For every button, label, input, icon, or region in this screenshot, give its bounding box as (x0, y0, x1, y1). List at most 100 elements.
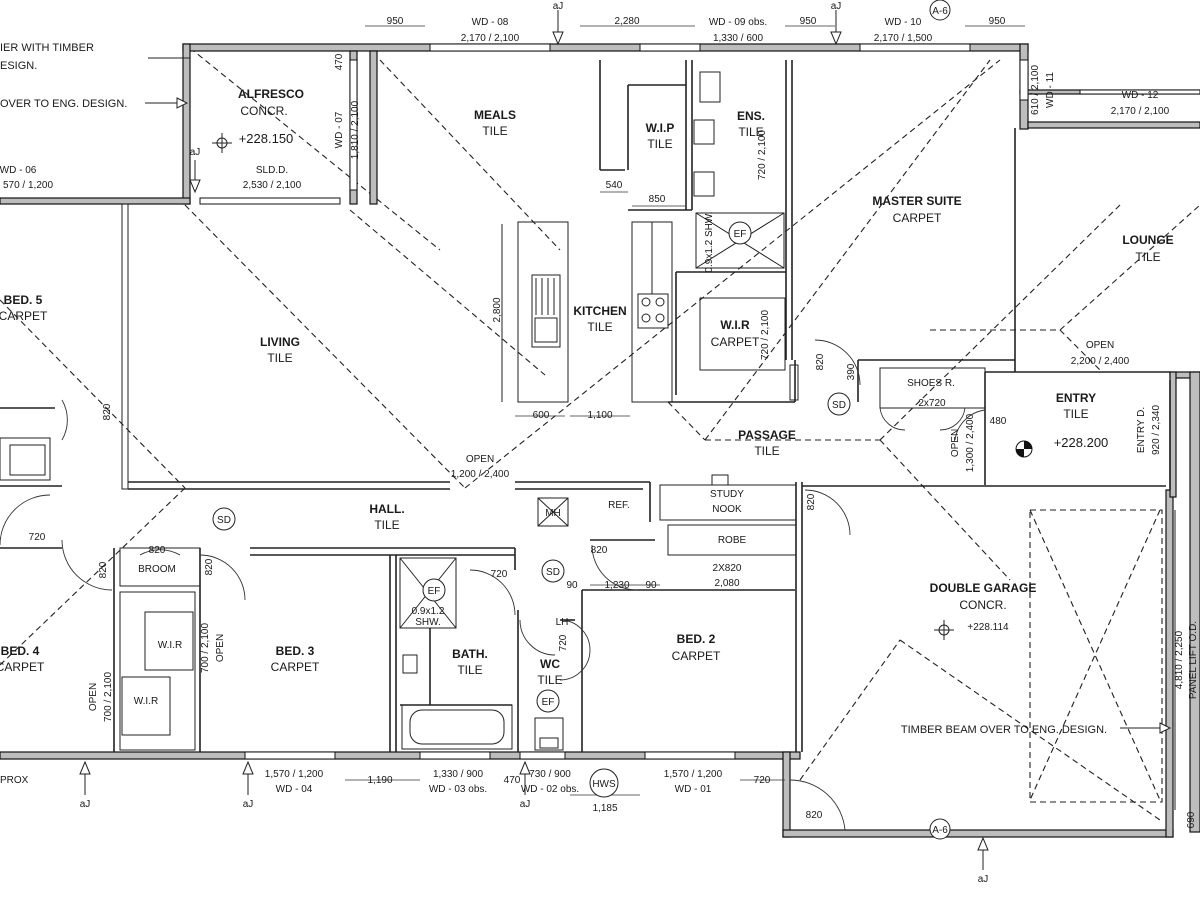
label-ef-ens: EF (734, 229, 747, 240)
label-shw-bath: 0.9x1.2 (412, 606, 445, 617)
exhaust-fan-icon (536, 689, 560, 713)
dimension-value: 820 (806, 493, 817, 510)
window-size: 1,330 / 900 (433, 769, 483, 780)
window-id: WD - 04 (276, 784, 313, 795)
level-garage: +228.114 (967, 622, 1009, 633)
door-swings (0, 339, 986, 831)
label-shw-bath2: SHW. (415, 617, 441, 628)
room-floor-meals: TILE (482, 124, 507, 138)
room-name-bed3: BED. 3 (276, 644, 315, 658)
dimension-value: 90 (645, 580, 657, 591)
label-aj-3: aJ (190, 147, 201, 158)
label-entry-door-size: 920 / 2,340 (1151, 405, 1162, 455)
label-panel-lift: PANEL LIFT O.D. (1188, 621, 1199, 699)
room-floor-bed2: CARPET (672, 649, 721, 663)
label-hws: HWS (592, 779, 616, 790)
label-open-lounge: OPEN (1086, 340, 1114, 351)
dimension-value: 950 (387, 16, 404, 27)
dimension-labels: 950 2,280 950 950 470 540 850 2,800 600 … (29, 16, 1197, 828)
label-open-lounge-size: 2,200 / 2,400 (1071, 356, 1130, 367)
label-open-entry: OPEN (950, 429, 961, 457)
level-marker-icon (934, 620, 954, 640)
dimension-value: 950 (800, 16, 817, 27)
dimension-value: 2,280 (614, 16, 639, 27)
label-entry-door: ENTRY D. (1136, 407, 1147, 453)
window-size: 2,530 / 2,100 (243, 180, 302, 191)
room-floor-wip: TILE (647, 137, 672, 151)
room-floor-bed5: CARPET (0, 309, 48, 323)
window-id: WD - 12 (1122, 90, 1159, 101)
window-size: 2,170 / 1,500 (874, 33, 933, 44)
room-floor-entry: TILE (1063, 407, 1088, 421)
room-floor-passage: TILE (754, 444, 779, 458)
note-design: ESIGN. (0, 60, 37, 72)
dimension-value: 820 (815, 353, 826, 370)
room-floor-bath: TILE (457, 663, 482, 677)
dimension-value: 480 (990, 416, 1007, 427)
room-name-double-garage: DOUBLE GARAGE (930, 581, 1037, 595)
level-marker-icon (1015, 440, 1033, 458)
dimension-value: 820 (806, 810, 823, 821)
dimension-value: 690 (1186, 811, 1197, 828)
dimension-value: 820 (102, 403, 113, 420)
label-panel-lift-size: 4,810 / 2,250 (1174, 630, 1185, 689)
window-size: 1,330 / 600 (713, 33, 763, 44)
window-marks (199, 43, 1200, 760)
room-floor-hall: TILE (374, 518, 399, 532)
room-name-master-suite: MASTER SUITE (872, 194, 961, 208)
symbols (79, 0, 1172, 870)
room-floor-lounge: TILE (1135, 250, 1160, 264)
section-arrow-icon (79, 10, 989, 870)
smoke-detector-icon (827, 392, 851, 416)
label-broom: BROOM (138, 564, 176, 575)
smoke-detector-icon (212, 507, 236, 531)
dimension-value: 720 (754, 775, 771, 786)
label-open-wir: OPEN (88, 683, 99, 711)
label-open-wir-size: 700 / 2,100 (103, 672, 114, 722)
room-name-bath: BATH. (452, 647, 488, 661)
label-aj-1: aJ (553, 1, 564, 12)
label-shoes-size: 2x720 (918, 398, 946, 409)
dimension-value: 1,185 (592, 803, 617, 814)
window-size: 2,170 / 2,100 (461, 33, 520, 44)
dimension-value: 820 (591, 545, 608, 556)
label-robe: ROBE (718, 535, 747, 546)
window-id: WD - 03 obs. (429, 784, 487, 795)
room-floor-bed4: CARPET (0, 660, 45, 674)
room-name-passage: PASSAGE (738, 428, 796, 442)
dimension-value: 720 / 2,100 (757, 130, 768, 180)
room-name-living: LIVING (260, 335, 300, 349)
room-labels: ALFRESCO CONCR. MEALS TILE W.I.P TILE EN… (0, 87, 1174, 687)
label-ref: REF. (608, 500, 630, 511)
dimension-value: 850 (649, 194, 666, 205)
section-marker-icon (929, 818, 951, 840)
room-name-kitchen: KITCHEN (573, 304, 626, 318)
label-sd-passage: SD (832, 400, 846, 411)
level-marker-icon (212, 133, 232, 153)
window-id: WD - 09 obs. (709, 17, 767, 28)
label-sd-hall: SD (217, 515, 231, 526)
label-study: STUDY (710, 489, 744, 500)
internal-walls (0, 60, 1176, 810)
exhaust-fan-icon (422, 578, 446, 602)
label-open-entry-size: 1,300 / 2,400 (965, 413, 976, 472)
window-id: WD - 10 (885, 17, 922, 28)
window-id: WD - 06 (0, 165, 37, 176)
room-name-hall: HALL. (369, 502, 404, 516)
label-mh: MH (545, 508, 561, 519)
room-name-ens: ENS. (737, 109, 765, 123)
dimension-value: 720 (491, 569, 508, 580)
label-ef-bath: EF (428, 586, 441, 597)
window-size: 2,170 / 2,100 (1111, 106, 1170, 117)
dimension-value: 2,800 (492, 297, 503, 322)
dimension-value: 820 (149, 545, 166, 556)
room-name-wir-master: W.I.R (720, 318, 750, 332)
label-wir-b: W.I.R (134, 696, 158, 707)
dimension-value: 720 (29, 532, 46, 543)
dimension-value: 950 (989, 16, 1006, 27)
label-aj-6: aJ (520, 799, 531, 810)
room-floor-wir-master: CARPET (711, 335, 760, 349)
dimension-value: 470 (334, 53, 345, 70)
window-labels: WD - 08 2,170 / 2,100 WD - 09 obs. 1,330… (0, 17, 1170, 795)
